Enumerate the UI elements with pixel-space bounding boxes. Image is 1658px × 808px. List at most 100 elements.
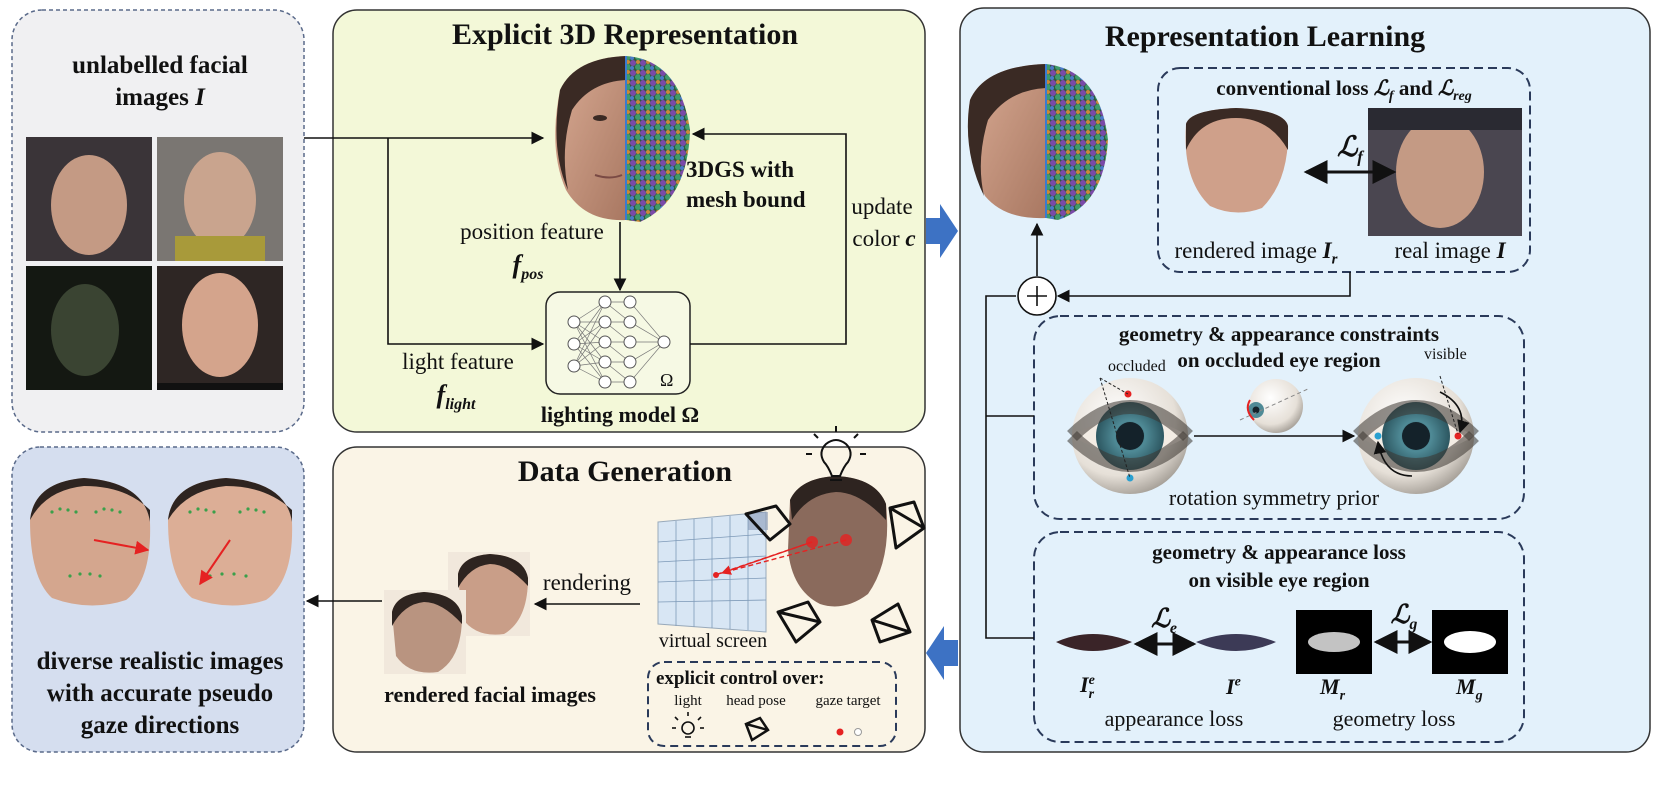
gs-head-model <box>555 56 690 222</box>
position-feature-symbol: fpos <box>513 250 544 284</box>
occluded-eyeball <box>1067 377 1193 494</box>
real-image-label: real image I <box>1394 238 1505 264</box>
mg-symbol: M <box>1456 674 1476 699</box>
mg-label: Mg <box>1456 674 1483 704</box>
control-light-label: light <box>674 693 702 709</box>
appearance-loss-label: appearance loss <box>1104 706 1244 731</box>
light-sub: light <box>445 396 476 414</box>
unlabelled-title-word: images <box>115 84 189 111</box>
block-arrow-to-representation <box>926 204 958 258</box>
loss-f-symbol: ℒ <box>1337 132 1358 163</box>
update-line2: color c <box>852 226 915 252</box>
rendering-label: rendering <box>542 570 632 595</box>
lighting-model-label: lighting model Ω <box>540 402 700 427</box>
light-feature-label: light feature <box>402 349 514 374</box>
visible-label: visible <box>1424 346 1467 363</box>
loss-g-symbol: ℒ <box>1390 600 1410 629</box>
update-line1: update <box>851 194 913 219</box>
control-title: explicit control over: <box>656 668 825 689</box>
constraints-title-line2: on occluded eye region <box>1177 348 1381 372</box>
real-image-symbol: I <box>1496 238 1506 263</box>
loss-e-sub: e <box>1169 620 1177 638</box>
real-image-word: real image <box>1394 238 1497 263</box>
mr-sub: r <box>1339 688 1346 704</box>
conventional-prefix: conventional loss <box>1216 76 1374 100</box>
output-face-right <box>168 478 293 606</box>
eye-crop-real <box>1196 634 1276 651</box>
position-feature-label: position feature <box>460 219 604 244</box>
loss-f-label: ℒf <box>1337 130 1363 168</box>
control-head-pose-label: head pose <box>726 693 786 709</box>
explicit-panel <box>332 9 926 433</box>
explicit-flow-arrows <box>304 127 847 351</box>
control-box <box>647 661 897 747</box>
rendered-image-label: rendered image Ir <box>1175 238 1338 269</box>
mr-symbol: M <box>1320 674 1340 699</box>
ire-sub: r <box>1088 687 1095 702</box>
gs-label-line1: 3DGS with <box>686 157 794 182</box>
loss-g-label: ℒg <box>1391 600 1418 634</box>
unlabelled-title-line1: unlabelled facial <box>72 52 248 79</box>
visible-loss-box <box>1033 531 1525 743</box>
loss-e-label: ℒe <box>1151 604 1177 638</box>
visible-loss-title-line1: geometry & appearance loss <box>1152 540 1406 564</box>
unlabelled-title-symbol: I <box>195 84 205 111</box>
explicit-title: Explicit 3D Representation <box>451 18 799 51</box>
rotation-eyeball-icon <box>1239 379 1311 433</box>
virtual-screen-grid <box>657 511 768 633</box>
camera-icons <box>744 500 926 644</box>
position-sub: pos <box>521 266 544 284</box>
ire-sup: e <box>1088 673 1095 688</box>
loss-f-sub: f <box>1357 147 1363 167</box>
representation-title: Representation Learning <box>1104 20 1426 53</box>
control-gaze-target-white <box>854 728 862 736</box>
ie-sup: e <box>1234 674 1241 690</box>
conventional-reg-sub: reg <box>1453 89 1472 105</box>
control-head-pose-icon <box>744 716 770 742</box>
output-line3: gaze directions <box>80 712 240 739</box>
ire-symbol: I <box>1080 672 1089 697</box>
output-line1: diverse realistic images <box>36 648 284 675</box>
rendered-face-image <box>1185 108 1289 213</box>
unlabelled-photo-grid <box>26 137 283 390</box>
rendered-image-symbol: I <box>1322 238 1332 263</box>
rl-connectors <box>985 222 1351 639</box>
output-line2: with accurate pseudo <box>46 680 274 707</box>
generation-panel <box>332 446 926 753</box>
visible-loss-title-line2: on visible eye region <box>1188 568 1370 592</box>
rendered-face-stack <box>384 552 530 674</box>
loss-g-sub: g <box>1409 616 1418 634</box>
rendered-image-word: rendered image <box>1174 238 1323 263</box>
mr-label: Mr <box>1320 674 1345 704</box>
output-face-left <box>30 478 151 606</box>
unlabelled-title-line2: images I <box>115 84 205 112</box>
position-f: f <box>512 250 522 279</box>
ie-label: Ie <box>1226 674 1241 700</box>
control-light-icon <box>672 712 704 738</box>
constraints-title-line1: geometry & appearance constraints <box>1118 322 1440 346</box>
lightbulb-icon <box>806 426 866 481</box>
light-f: f <box>436 380 446 409</box>
gs-label-line2: mesh bound <box>686 187 806 212</box>
generation-head-model <box>788 476 888 607</box>
rl-head-model <box>967 64 1108 220</box>
update-color-symbol: c <box>905 226 916 251</box>
loss-e-symbol: ℒ <box>1151 604 1170 633</box>
ie-symbol: I <box>1226 674 1235 699</box>
rotation-prior-label: rotation symmetry prior <box>1168 485 1380 510</box>
conventional-and: and <box>1393 76 1438 100</box>
mg-sub: g <box>1475 688 1483 704</box>
conventional-l: ℒ <box>1373 76 1389 100</box>
conventional-loss-label: conventional loss ℒf and ℒreg <box>1216 76 1471 105</box>
eye-crop-rendered <box>1056 634 1132 651</box>
control-gaze-target-red <box>836 728 844 736</box>
conventional-f-sub: f <box>1388 89 1394 105</box>
visible-eyeball <box>1353 375 1479 494</box>
lighting-model-box <box>545 291 691 395</box>
conventional-loss-box <box>1157 67 1531 273</box>
conventional-l2: ℒ <box>1437 76 1454 100</box>
generation-title: Data Generation <box>517 455 733 488</box>
